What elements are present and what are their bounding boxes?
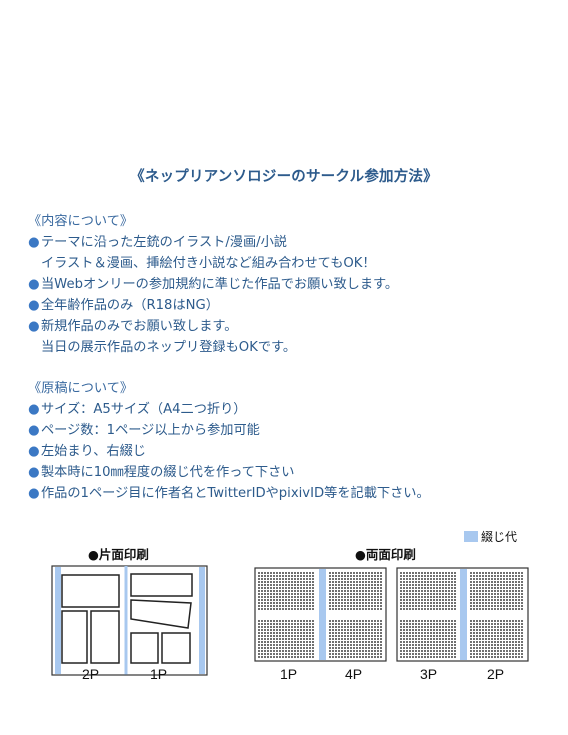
- binding-margin-legend-swatch: [464, 531, 478, 542]
- manuscript-item: ●ページ数：1ページ以上から参加可能: [28, 420, 430, 441]
- content-item: ●テーマに沿った左銃のイラスト/漫画/小説: [28, 232, 398, 253]
- bullet-icon: ●: [28, 444, 40, 459]
- manuscript-section: 《原稿について》 ●サイズ：A5サイズ（A4二つ折り） ●ページ数：1ページ以上…: [28, 378, 430, 504]
- double-sided-label: ●両面印刷: [355, 547, 416, 562]
- double-sided-sheet-1: [254, 567, 387, 662]
- binding-margin-right: [199, 567, 205, 674]
- content-item: ●新規作品のみでお願い致します。: [28, 316, 398, 337]
- manuscript-item: ●サイズ：A5サイズ（A4二つ折り）: [28, 399, 430, 420]
- single-sided-label: ●片面印刷: [88, 547, 149, 562]
- binding-margin: [319, 569, 326, 660]
- text-block: [400, 572, 523, 658]
- single-sided-diagram: [51, 565, 208, 676]
- content-item-continued: 当日の展示作品のネップリ登録もOKです。: [41, 340, 297, 355]
- page-label-1p: 1P: [280, 666, 298, 682]
- content-heading: 《内容について》: [28, 214, 134, 229]
- content-item-continued: イラスト＆漫画、挿絵付き小説など組み合わせてもOK！: [41, 256, 376, 271]
- double-sided-sheet-2: [396, 567, 529, 662]
- comic-panel: [61, 610, 88, 664]
- binding-margin-left: [55, 567, 61, 674]
- comic-panel: [130, 632, 159, 664]
- bullet-icon: ●: [28, 235, 40, 250]
- bullet-icon: ●: [28, 402, 40, 417]
- manuscript-item: ●左始まり、右綴じ: [28, 441, 430, 462]
- manuscript-item: ●作品の1ページ目に作者名とTwitterIDやpixivID等を記載下さい。: [28, 483, 430, 504]
- page-label-2p: 2P: [487, 666, 505, 682]
- comic-panel: [90, 610, 120, 664]
- bullet-icon: ●: [28, 423, 40, 438]
- binding-margin: [460, 569, 467, 660]
- page-label-3p: 3P: [420, 666, 438, 682]
- binding-margin-legend-label: 綴じ代: [481, 530, 518, 544]
- bullet-icon: ●: [28, 277, 40, 292]
- comic-panel: [61, 574, 120, 608]
- text-block: [258, 572, 382, 658]
- bullet-icon: ●: [28, 319, 40, 334]
- comic-panel: [130, 599, 192, 629]
- page-label-2p: 2P: [82, 666, 100, 682]
- bullet-icon: ●: [28, 486, 40, 501]
- bullet-icon: ●: [28, 465, 40, 480]
- manuscript-item: ●製本時に10㎜程度の綴じ代を作って下さい: [28, 462, 430, 483]
- manuscript-heading: 《原稿について》: [28, 381, 134, 396]
- content-item: ●当Webオンリーの参加規約に準じた作品でお願い致します。: [28, 274, 398, 295]
- comic-panel: [161, 632, 191, 664]
- page-title: 《ネップリアンソロジーのサークル参加方法》: [130, 169, 438, 185]
- page-label-1p: 1P: [150, 666, 168, 682]
- page-label-4p: 4P: [345, 666, 363, 682]
- content-section: 《内容について》 ●テーマに沿った左銃のイラスト/漫画/小説 イラスト＆漫画、挿…: [28, 211, 398, 358]
- content-item: ●全年齢作品のみ（R18はNG）: [28, 295, 398, 316]
- comic-panel: [130, 573, 193, 597]
- bullet-icon: ●: [28, 298, 40, 313]
